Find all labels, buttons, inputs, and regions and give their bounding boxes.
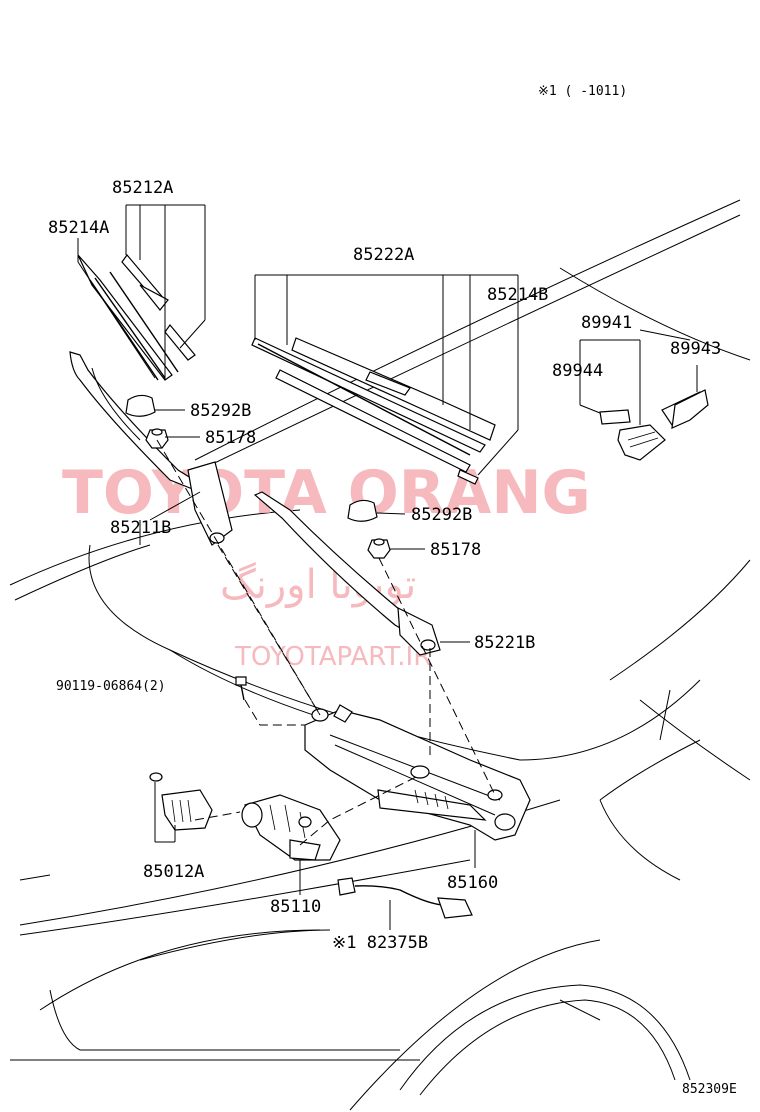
watermark-brand: TOYOTA ORANG [62, 458, 591, 528]
nut-85178-2 [367, 538, 391, 559]
label-85012A: 85012A [143, 862, 204, 882]
label-89944: 89944 [552, 361, 603, 381]
label-85212A: 85212A [112, 178, 173, 198]
wire-harness-82375B [337, 877, 473, 919]
label-85214B: 85214B [487, 285, 548, 305]
label-leaders [139, 409, 476, 930]
label-85292B-1: 85292B [190, 401, 251, 421]
watermark-url: TOYOTAPART.IR [234, 642, 431, 672]
wiper-arm-right [253, 491, 441, 656]
watermark: TOYOTA ORANG تویوتا اورنگ TOYOTAPART.IR [62, 458, 591, 672]
label-89943: 89943 [670, 339, 721, 359]
label-85160: 85160 [447, 873, 498, 893]
refill-89943 [661, 389, 709, 429]
label-85178-2: 85178 [430, 540, 481, 560]
label-89941: 89941 [581, 313, 632, 333]
label-85211B: 85211B [110, 518, 171, 538]
nut-85178-1 [145, 428, 169, 449]
label-90119-06864: 90119-06864(2) [56, 679, 166, 694]
label-85110: 85110 [270, 897, 321, 917]
figure-code: 852309E [682, 1082, 737, 1097]
callout-labels: ※1 ( -1011) 85212A 85214A 85222A 85214B … [48, 84, 737, 1097]
label-82375B: ※1 82375B [332, 933, 428, 953]
label-85292B-2: 85292B [411, 505, 472, 525]
bolt-90119 [235, 676, 247, 701]
wiper-arm-left [69, 351, 233, 546]
refill-89944 [599, 409, 666, 461]
leaders-89941 [579, 329, 698, 425]
label-85214A: 85214A [48, 218, 109, 238]
label-85221B: 85221B [474, 633, 535, 653]
wiper-link-85160 [304, 704, 531, 841]
label-85222A: 85222A [353, 245, 414, 265]
leaders-85222A [254, 274, 519, 476]
bracket-85012A [149, 772, 213, 843]
cap-85292B-1 [125, 394, 156, 417]
wiper-blade-right [251, 337, 496, 485]
assembly-dashed-lines [156, 439, 496, 846]
cap-85292B-2 [347, 499, 378, 522]
leaders-85212A [77, 204, 206, 380]
header-note: ※1 ( -1011) [538, 84, 627, 99]
label-85178-1: 85178 [205, 428, 256, 448]
wiper-blade-left [77, 254, 196, 381]
wiper-motor-85110 [241, 794, 341, 861]
